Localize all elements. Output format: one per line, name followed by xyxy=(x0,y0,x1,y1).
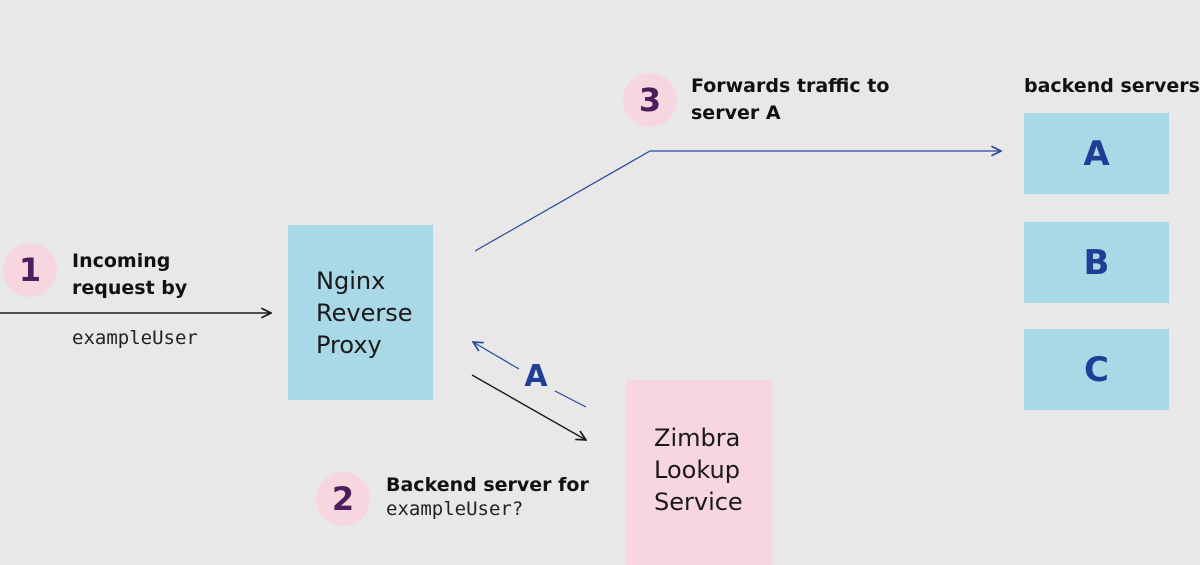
lookup-response-arrow xyxy=(473,342,520,370)
lookup-label-line-1: Zimbra xyxy=(654,424,741,452)
lookup-label-line-3: Service xyxy=(654,488,743,516)
backend-servers-title: backend servers xyxy=(1024,75,1200,97)
step-2-username: exampleUser? xyxy=(386,498,524,520)
lookup-label-line-2: Lookup xyxy=(654,456,740,484)
lookup-label: Zimbra Lookup Service xyxy=(654,422,743,518)
step-3-number: 3 xyxy=(638,81,662,119)
nginx-reverse-proxy-node: Nginx Reverse Proxy xyxy=(288,225,433,400)
step-1-number: 1 xyxy=(18,251,42,289)
lookup-response-line xyxy=(554,390,587,408)
proxy-label-line-1: Nginx xyxy=(316,267,386,295)
step-3-text: Forwards traffic to server A xyxy=(691,73,889,127)
step-1-line-2: request by xyxy=(72,277,188,299)
lookup-response-label: A xyxy=(524,358,548,394)
forward-traffic-arrow xyxy=(474,151,1001,252)
proxy-label-line-2: Reverse xyxy=(316,299,413,327)
step-2-badge: 2 xyxy=(316,472,370,526)
zimbra-lookup-service-node: Zimbra Lookup Service xyxy=(626,380,772,565)
server-a-label: A xyxy=(1083,133,1110,174)
server-b-label: B xyxy=(1083,242,1110,283)
backend-server-b: B xyxy=(1024,222,1169,303)
proxy-label: Nginx Reverse Proxy xyxy=(316,265,412,361)
step-1-text: Incoming request by xyxy=(72,248,187,302)
step-2-number: 2 xyxy=(331,480,355,518)
step-3-line-1: Forwards traffic to xyxy=(691,75,890,97)
step-3-badge: 3 xyxy=(623,73,677,127)
step-2-question: Backend server for xyxy=(386,474,589,496)
step-1-username: exampleUser xyxy=(72,327,198,349)
proxy-label-line-3: Proxy xyxy=(316,331,382,359)
step-2-text: Backend server for exampleUser? xyxy=(386,473,589,521)
step-1-line-1: Incoming xyxy=(72,250,171,272)
backend-server-a: A xyxy=(1024,113,1169,194)
server-c-label: C xyxy=(1084,349,1109,390)
backend-server-c: C xyxy=(1024,329,1169,410)
lookup-query-arrow xyxy=(471,374,586,440)
step-3-line-2: server A xyxy=(691,102,781,124)
step-1-badge: 1 xyxy=(3,243,57,297)
